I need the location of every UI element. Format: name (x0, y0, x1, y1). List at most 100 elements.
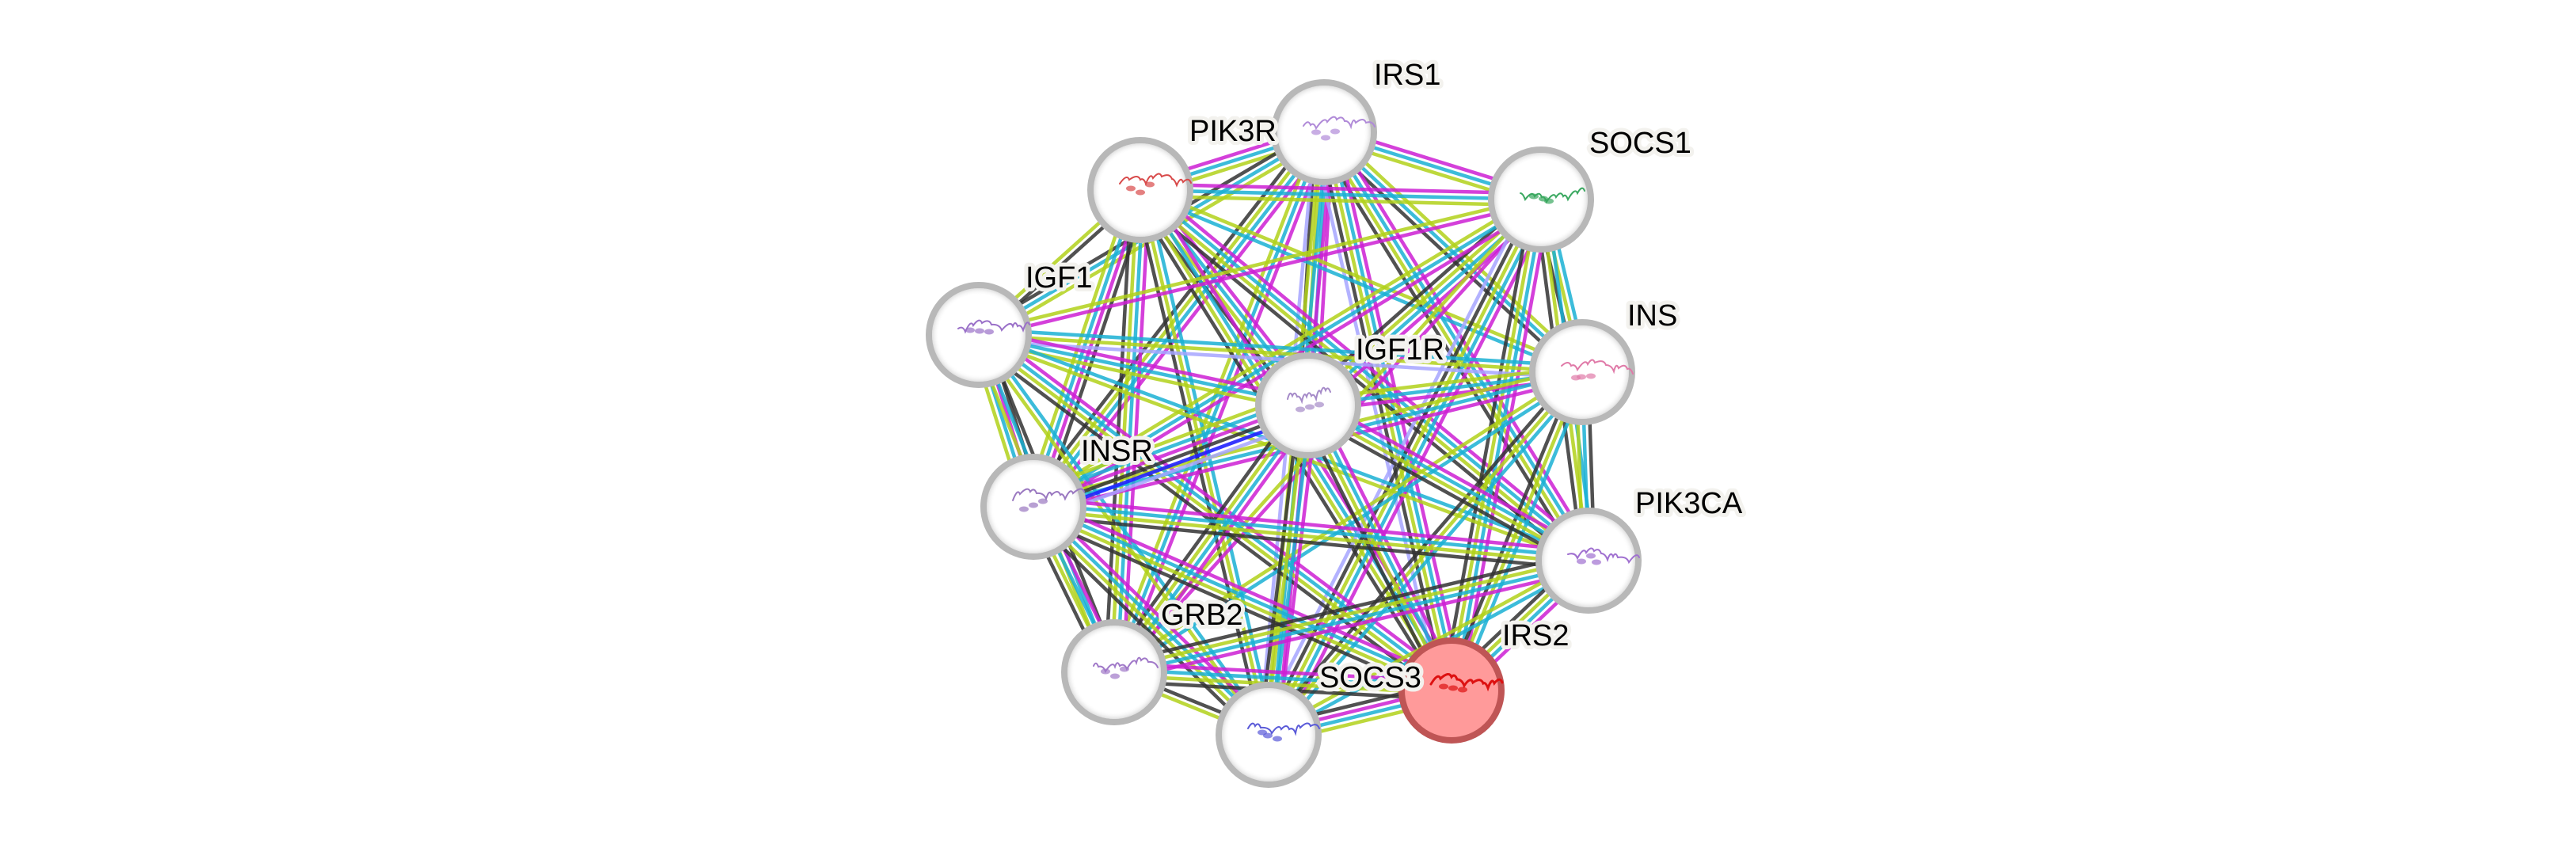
edge-line-coexpression[interactable] (1303, 411, 1585, 570)
edge-line-textmining[interactable] (1306, 406, 1589, 565)
edge-line-textmining[interactable] (1029, 508, 1268, 739)
edge-line-known-curated[interactable] (1114, 373, 1585, 677)
edge-line-coexpression[interactable] (1029, 513, 1449, 701)
edge-line-known-curated[interactable] (1271, 375, 1589, 740)
edge-line-known-curated[interactable] (1114, 668, 1452, 690)
node-igf1r[interactable] (1255, 352, 1361, 458)
edge-line-coexpression[interactable] (1025, 125, 1318, 503)
structure-helix (1577, 558, 1586, 565)
node-ins[interactable] (1529, 319, 1635, 425)
edge-line-known-experimental[interactable] (1114, 661, 1452, 684)
node-label-grb2: GRB2 (1161, 599, 1242, 632)
edge-ins-grb2[interactable] (1111, 367, 1585, 677)
node-insr[interactable] (980, 454, 1086, 560)
edge-line-known-experimental[interactable] (1140, 182, 1542, 196)
protein-structure-icon (1520, 187, 1585, 204)
edge-line-known-experimental[interactable] (1033, 496, 1590, 554)
protein-structure-icon (1119, 173, 1192, 196)
edge-line-textmining[interactable] (1326, 126, 1588, 370)
edge-line-known-curated[interactable] (1140, 188, 1542, 202)
structure-helix (1145, 181, 1155, 188)
edge-pik3r1-ins[interactable] (1138, 185, 1585, 377)
edge-line-textmining[interactable] (977, 195, 1541, 334)
edge-line-coexpression[interactable] (1040, 192, 1151, 511)
edge-line-coexpression[interactable] (1298, 409, 1445, 696)
node-label-pik3r1: PIK3R (1189, 115, 1277, 148)
edge-line-known-curated[interactable] (1034, 132, 1328, 510)
edge-line-known-curated[interactable] (1033, 502, 1454, 690)
node-socs3[interactable] (1216, 682, 1322, 788)
edge-pik3r1-socs1[interactable] (1140, 182, 1542, 207)
edge-line-known-experimental[interactable] (980, 327, 1311, 401)
edge-line-textmining[interactable] (1106, 129, 1321, 671)
node-igf1[interactable] (926, 282, 1032, 388)
edge-line-textmining[interactable] (1140, 194, 1541, 207)
edge-line-known-experimental[interactable] (1311, 396, 1594, 555)
structure-helix (1529, 193, 1539, 200)
edge-line-textmining[interactable] (1322, 131, 1454, 691)
edge-line-coexpression[interactable] (1440, 197, 1535, 690)
edge-line-known-experimental[interactable] (1277, 203, 1554, 741)
edge-line-known-curated[interactable] (979, 331, 1455, 690)
edge-line-textmining[interactable] (1031, 508, 1452, 695)
edge-line-known-experimental[interactable] (1120, 409, 1317, 679)
edge-insr-irs2[interactable] (1029, 496, 1456, 701)
edge-line-coexpression[interactable] (1111, 550, 1587, 666)
edge-igf1r-pik3ca[interactable] (1303, 396, 1594, 570)
node-inner-shadow (1067, 626, 1161, 719)
node-inner-shadow (1535, 325, 1629, 419)
edge-line-textmining[interactable] (978, 333, 1583, 375)
edge-line-known-curated[interactable] (979, 327, 1583, 368)
edge-line-homology[interactable] (1311, 134, 1442, 694)
edge-line-known-experimental[interactable] (1036, 496, 1456, 684)
edge-line-known-experimental[interactable] (1458, 200, 1552, 693)
edge-line-known-curated[interactable] (978, 333, 1309, 408)
node-label-ins: INS (1627, 299, 1677, 333)
edge-line-textmining[interactable] (1033, 508, 1589, 565)
edge-line-textmining[interactable] (1447, 198, 1540, 690)
edge-line-known-curated[interactable] (1269, 405, 1313, 736)
edge-line-known-curated[interactable] (980, 332, 1273, 735)
edge-pik3ca-grb2[interactable] (1111, 550, 1592, 683)
edge-igf1-ins[interactable] (978, 327, 1583, 380)
edge-socs1-irs2[interactable] (1440, 197, 1552, 693)
node-irs1[interactable] (1271, 79, 1377, 185)
edge-line-textmining[interactable] (1140, 185, 1585, 371)
edge-line-known-curated[interactable] (1033, 502, 1589, 560)
edge-line-known-curated[interactable] (1308, 401, 1591, 560)
edge-line-textmining[interactable] (1113, 556, 1589, 671)
edge-line-textmining[interactable] (1137, 191, 1589, 565)
edge-line-coexpression[interactable] (1316, 133, 1448, 693)
edge-line-homology[interactable] (978, 339, 1582, 380)
edge-line-known-curated[interactable] (1114, 561, 1590, 677)
edge-line-known-experimental[interactable] (1144, 181, 1596, 556)
edge-line-known-experimental[interactable] (1116, 567, 1592, 683)
structure-ribbon (1303, 116, 1376, 131)
node-irs2[interactable] (1398, 637, 1505, 744)
node-pik3r1[interactable] (1087, 137, 1193, 243)
edge-line-coexpression[interactable] (1032, 513, 1589, 572)
edge-line-known-curated[interactable] (1452, 200, 1546, 692)
node-grb2[interactable] (1061, 619, 1167, 725)
structure-helix (1273, 736, 1282, 742)
structure-helix (1544, 198, 1554, 204)
structure-helix (1311, 129, 1321, 135)
edge-line-textmining[interactable] (1111, 367, 1582, 671)
node-label-insr: INSR (1081, 435, 1153, 468)
edge-line-known-curated[interactable] (1115, 190, 1145, 673)
edge-socs1-igf1[interactable] (977, 195, 1543, 340)
edge-line-known-curated[interactable] (1034, 503, 1273, 734)
edge-line-known-experimental[interactable] (1275, 406, 1319, 736)
edge-line-coexpression[interactable] (1025, 512, 1264, 743)
edge-line-known-experimental[interactable] (979, 200, 1543, 340)
structure-ribbon (1287, 386, 1331, 405)
node-pik3ca[interactable] (1535, 508, 1642, 614)
edge-line-known-experimental[interactable] (983, 326, 1459, 685)
structure-ribbon (957, 319, 1030, 334)
edge-line-known-curated[interactable] (1140, 186, 1592, 560)
edge-line-coexpression[interactable] (1262, 367, 1580, 732)
node-socs1[interactable] (1488, 146, 1594, 253)
edge-line-known-curated[interactable] (1138, 191, 1582, 377)
edge-line-known-curated[interactable] (1272, 201, 1548, 739)
edge-insr-pik3ca[interactable] (1032, 496, 1590, 572)
